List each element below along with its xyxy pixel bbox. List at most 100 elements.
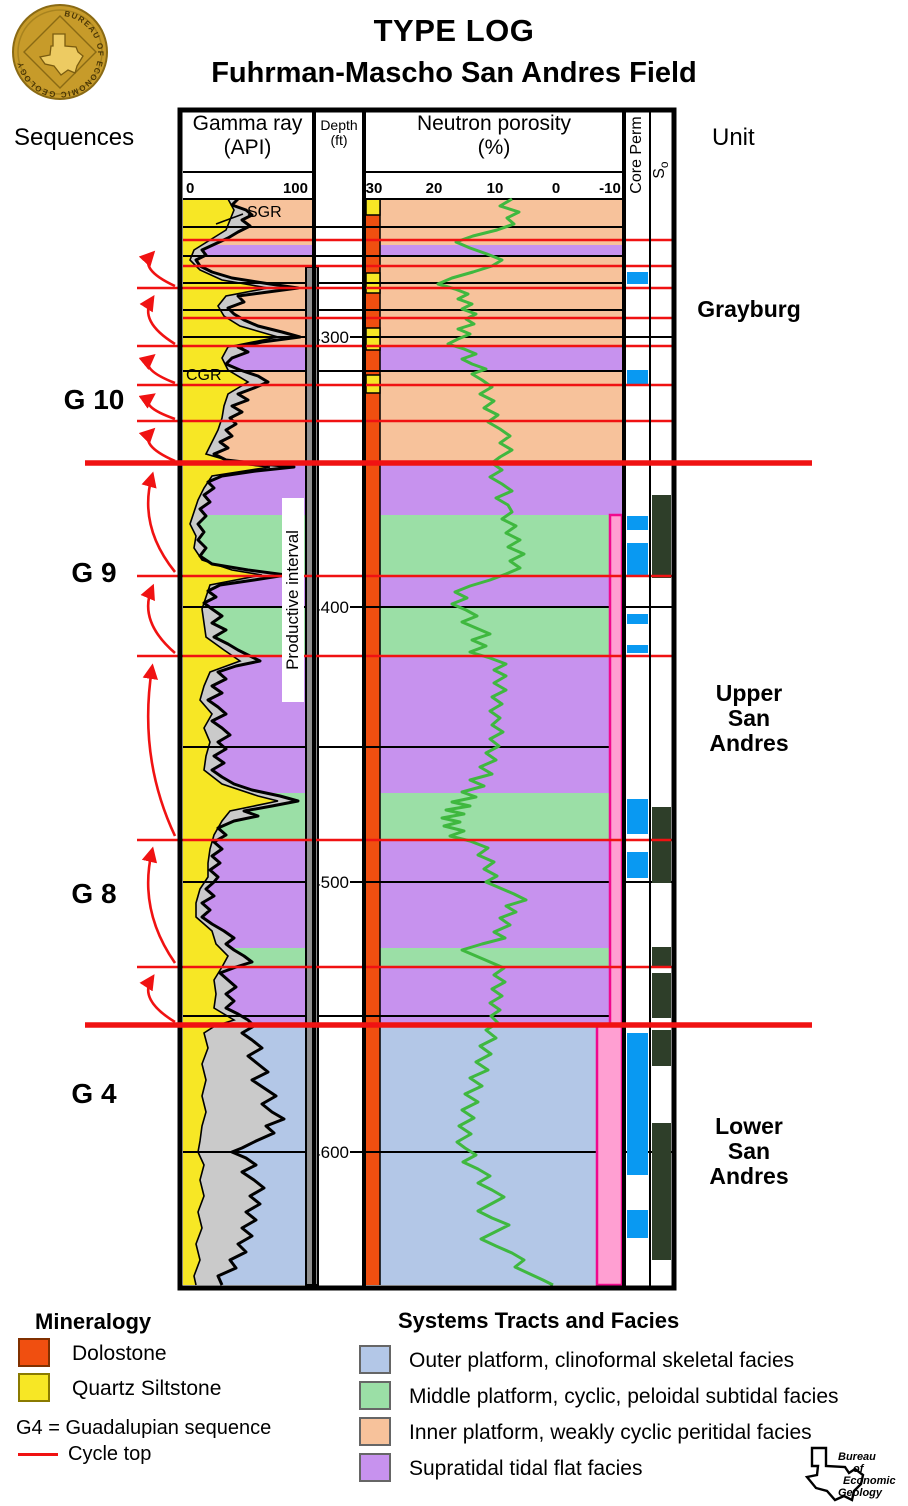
depth-track-header: Depth (ft): [316, 118, 362, 148]
sequences-column-label: Sequences: [14, 124, 135, 151]
mineralogy-legend-title: Mineralogy: [35, 1309, 152, 1334]
cycle-stacking-arrow: [138, 250, 176, 288]
guadalupian-note: G4 = Guadalupian sequence: [16, 1417, 272, 1439]
pink-interval-box: [595, 1023, 624, 1287]
neutron-scale-tick: -10: [599, 180, 621, 197]
so-header: So: [651, 150, 671, 190]
gamma-scale-max: 100: [283, 180, 308, 197]
facies-band-peach: [366, 199, 622, 245]
cycle-stacking-arrow: [138, 427, 176, 463]
facies-band-purple: [366, 347, 622, 372]
so-bar: [652, 1030, 671, 1066]
middle-platform-label: Middle platform, cyclic, peloidal subtid…: [409, 1385, 839, 1408]
so-bar: [652, 1123, 671, 1260]
sgr-curve: [194, 197, 302, 1286]
sgr-pointer-line: [215, 213, 244, 225]
page-subtitle: Fuhrman-Mascho San Andres Field: [211, 57, 697, 89]
sequence-label-g8: G 8: [71, 878, 117, 909]
logo-text-line: Economic: [843, 1475, 896, 1487]
unit-line: Upper: [715, 680, 783, 706]
gamma-title: Gamma ray: [192, 112, 303, 135]
quartz-siltstone-fill: [183, 199, 278, 1285]
facies-band-purple: [366, 840, 622, 948]
unit-line: Andres: [709, 1163, 789, 1189]
depth-units: (ft): [330, 132, 348, 148]
seal-texas-icon: [38, 33, 84, 76]
cycle-top-label: Cycle top: [68, 1443, 152, 1465]
core-perm-bar: [627, 1210, 648, 1238]
sequence-label-g4: G 4: [71, 1078, 117, 1109]
cycle-stacking-arrow: [139, 295, 176, 346]
dolostone-strip: [366, 199, 380, 1285]
so-bar: [652, 947, 671, 967]
unit-line: Grayburg: [697, 296, 801, 322]
unit-label-lower-san-andres: Lower San Andres: [684, 1114, 814, 1189]
core-perm-header: Core Perm: [628, 116, 645, 194]
quartz-siltstone-label: Quartz Siltstone: [72, 1377, 222, 1400]
core-perm-bar: [627, 370, 648, 384]
facies-band-blue: [366, 1025, 622, 1285]
core-perm-bar: [627, 272, 648, 284]
bureau-seal-logo: BUREAU OF ECONOMIC GEOLOGY: [12, 4, 108, 100]
unit-line: San: [727, 705, 771, 731]
so-sub: o: [657, 161, 672, 169]
unit-column-label: Unit: [712, 124, 755, 151]
depth-title: Depth: [320, 117, 358, 133]
column-separator: [312, 110, 316, 1288]
so-bar: [652, 807, 671, 883]
beg-texas-logo: Bureau of Economic Geology: [804, 1446, 896, 1502]
seal-diamond: [23, 15, 97, 89]
cycle-stacking-arrow: [141, 846, 177, 964]
neutron-scale-tick: 0: [552, 180, 560, 197]
inner-platform-label: Inner platform, weakly cyclic peritidal …: [409, 1421, 812, 1444]
core-perm-bar: [627, 543, 648, 575]
dolostone-label: Dolostone: [72, 1342, 167, 1365]
facies-band-peach: [366, 256, 622, 347]
supratidal-label: Supratidal tidal flat facies: [409, 1457, 643, 1480]
neutron-scale-tick: 30: [366, 180, 383, 197]
unit-line: Andres: [709, 730, 789, 756]
neutron-units: (%): [477, 136, 511, 159]
unit-line: San: [727, 1138, 771, 1164]
cycle-stacking-arrow: [141, 471, 177, 573]
facies-band-purple: [366, 463, 622, 515]
core-perm-bar: [627, 799, 648, 834]
unit-label-upper-san-andres: Upper San Andres: [684, 681, 814, 756]
facies-band-green: [366, 948, 622, 967]
productive-interval-label: Productive interval: [282, 498, 304, 702]
inner-platform-swatch: [359, 1417, 391, 1446]
cycle-stacking-arrow: [138, 393, 176, 421]
neutron-porosity-curve: [436, 197, 554, 1287]
so-bar: [652, 973, 671, 1018]
depth-label: 4600: [311, 1143, 349, 1162]
sequence-label-g10: G 10: [63, 384, 125, 415]
column-separator: [362, 110, 366, 1288]
cycle-stacking-arrow: [140, 583, 176, 654]
depth-label: 4300: [311, 328, 349, 347]
cycle-stacking-arrow: [138, 354, 176, 385]
cycle-top-line-swatch: [18, 1453, 58, 1456]
core-perm-bar: [627, 645, 648, 653]
log-outer-border: [177, 107, 677, 1291]
gamma-track-header: Gamma ray (API): [183, 112, 312, 160]
neutron-track-header: Neutron porosity (%): [366, 112, 622, 160]
texas-outline-icon: [804, 1446, 865, 1502]
core-perm-bar: [627, 852, 648, 878]
facies-legend-title: Systems Tracts and Facies: [398, 1308, 680, 1333]
quartz-siltstone-swatch: [18, 1373, 50, 1402]
page-title: TYPE LOG: [373, 13, 535, 48]
facies-band-purple: [366, 576, 622, 608]
so-bar: [652, 495, 671, 578]
logo-text-line: Geology: [838, 1487, 883, 1499]
facies-band-green: [366, 793, 622, 840]
gamma-units: (API): [223, 136, 272, 159]
depth-label: 4400: [311, 598, 349, 617]
supratidal-swatch: [359, 1453, 391, 1482]
middle-platform-swatch: [359, 1381, 391, 1410]
unit-line: Lower: [715, 1113, 783, 1139]
core-perm-bar: [627, 516, 648, 530]
cycle-stacking-arrow: [139, 974, 176, 1024]
core-perm-bar: [627, 614, 648, 624]
